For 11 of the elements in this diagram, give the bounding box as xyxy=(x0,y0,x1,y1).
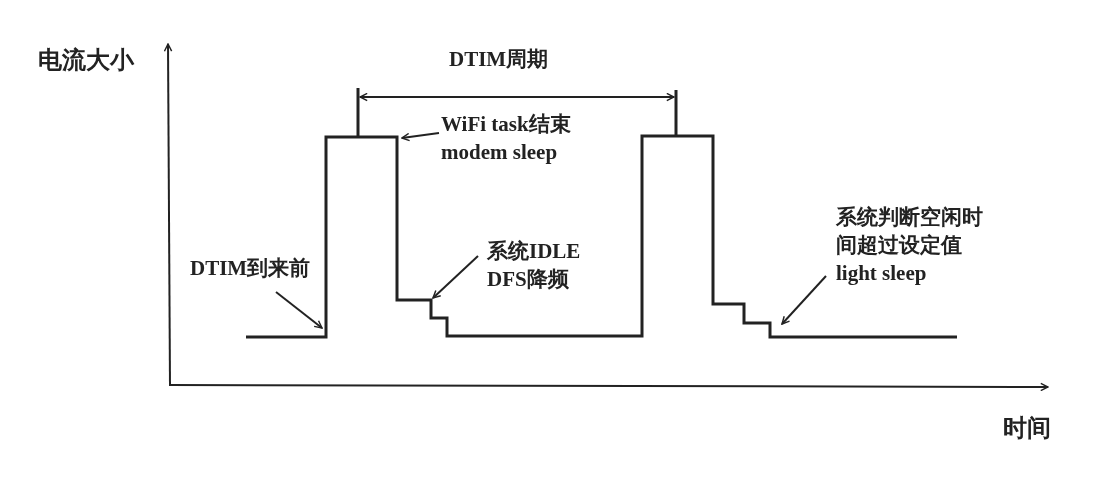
axis-title: 电流大小 xyxy=(38,46,134,74)
leader-arrow xyxy=(275,291,323,329)
annotation-text: DTIM到来前 xyxy=(190,254,330,282)
leader-arrow xyxy=(781,275,827,325)
leader-arrow xyxy=(432,255,479,299)
axis-title: 时间 xyxy=(1003,414,1051,442)
annotation-text: 系统判断空闲时间超过设定值 light sleep xyxy=(836,203,998,287)
dimension-label: DTIM周期 xyxy=(449,46,549,73)
leader-arrow xyxy=(401,132,440,142)
annotation-text: WiFi task结束 modem sleep xyxy=(441,110,591,166)
annotation-text: 系统IDLE DFS降频 xyxy=(487,237,595,293)
